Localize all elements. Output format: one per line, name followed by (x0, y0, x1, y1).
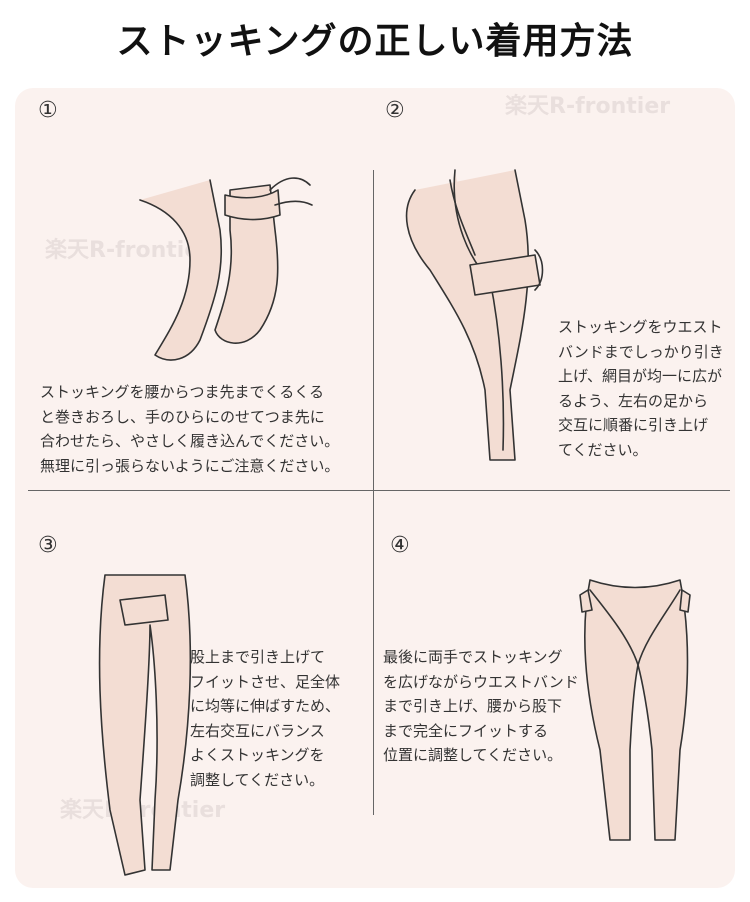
step-3-illustration (98, 574, 192, 876)
step-3-text: 股上まで引き上げて フイットさせ、足全体 に均等に伸ばすため、 左右交互にバラン… (190, 648, 341, 789)
step-1-illustration (139, 177, 313, 361)
divider-vertical (373, 170, 374, 815)
step-4-illustration (579, 579, 691, 841)
watermark: 楽天R-frontier (505, 94, 671, 119)
step-3-number: ③ (38, 533, 58, 558)
watermark: 楽天R-frontier (60, 798, 226, 823)
step-2-illustration (405, 169, 544, 461)
watermark: 楽天R-frontier (45, 238, 211, 263)
step-4-number: ④ (390, 533, 410, 558)
step-2-text: ストッキングをウエスト バンドまでしっかり引き 上げ、網目が均一に広が るよう、… (558, 318, 724, 459)
page-title: ストッキングの正しい着用方法 (116, 21, 634, 62)
step-1-text: ストッキングを腰からつま先までくるくる と巻きおろし、手のひらにのせてつま先に … (40, 383, 340, 475)
divider-horizontal (28, 490, 730, 491)
step-2-number: ② (385, 98, 405, 123)
step-1-number: ① (38, 98, 58, 123)
step-4-text: 最後に両手でストッキング を広げながらウエストバンド まで引き上げ、腰から股下 … (383, 648, 579, 764)
